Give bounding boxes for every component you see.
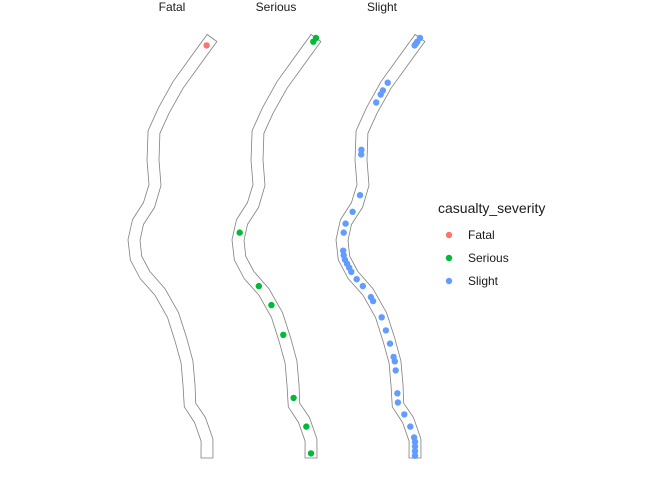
casualty-point-serious [268,301,275,309]
casualty-point-slight [348,268,355,275]
legend-title: casualty_severity [438,200,545,216]
casualty-point-slight [401,411,408,418]
casualty-point-slight [411,452,419,459]
legend-key-serious [445,254,453,262]
legend-label-fatal: Fatal [468,228,495,242]
casualty-point-fatal [203,42,210,49]
facet-title-serious: Serious [256,0,297,14]
legend-key-fatal [445,231,453,239]
casualty-point-slight [391,358,398,365]
casualty-point-slight [386,340,394,347]
casualty-point-serious [310,38,317,45]
casualty-point-slight [411,42,418,49]
casualty-point-slight [382,327,390,334]
casualty-point-slight [377,91,384,98]
casualty-point-slight [358,151,365,158]
legend-label-slight: Slight [468,274,499,288]
casualty-point-slight [369,297,377,305]
casualty-point-slight [340,229,347,236]
facet-panel-fatal: Fatal [127,0,218,459]
casualty-point-slight [411,443,419,450]
facet-title-fatal: Fatal [159,0,186,14]
casualty-point-serious [280,331,287,338]
casualty-point-serious [290,394,297,402]
casualty-point-slight [353,276,360,283]
casualty-point-serious [255,282,262,290]
legend-key-slight [445,277,453,285]
road-corridor-outline [335,34,426,459]
casualty-point-serious [303,423,310,430]
road-corridor-outline [231,34,322,459]
casualty-point-slight [359,282,366,290]
casualty-point-slight [358,146,365,153]
casualty-point-slight [356,192,364,199]
facet-title-slight: Slight [367,0,398,14]
casualty-point-slight [342,220,349,227]
casualty-point-slight [378,314,385,321]
facet-panels: Fatal Serious Slight [127,0,426,459]
casualty-point-slight [384,79,391,86]
casualty-point-serious [236,229,243,236]
road-corridor-outline [127,34,218,459]
legend-label-serious: Serious [468,251,509,265]
casualty-point-slight [411,447,419,455]
casualty-point-slight [349,208,356,215]
casualty-point-slight [407,423,414,430]
casualty-point-slight [373,99,380,106]
casualty-point-slight [411,438,419,446]
facet-panel-serious: Serious [231,0,322,459]
casualty-point-slight [394,399,402,406]
facet-panel-slight: Slight [335,0,426,459]
casualty-point-slight [394,390,401,397]
casualty-point-slight [392,367,399,374]
casualty-point-serious [307,450,315,457]
